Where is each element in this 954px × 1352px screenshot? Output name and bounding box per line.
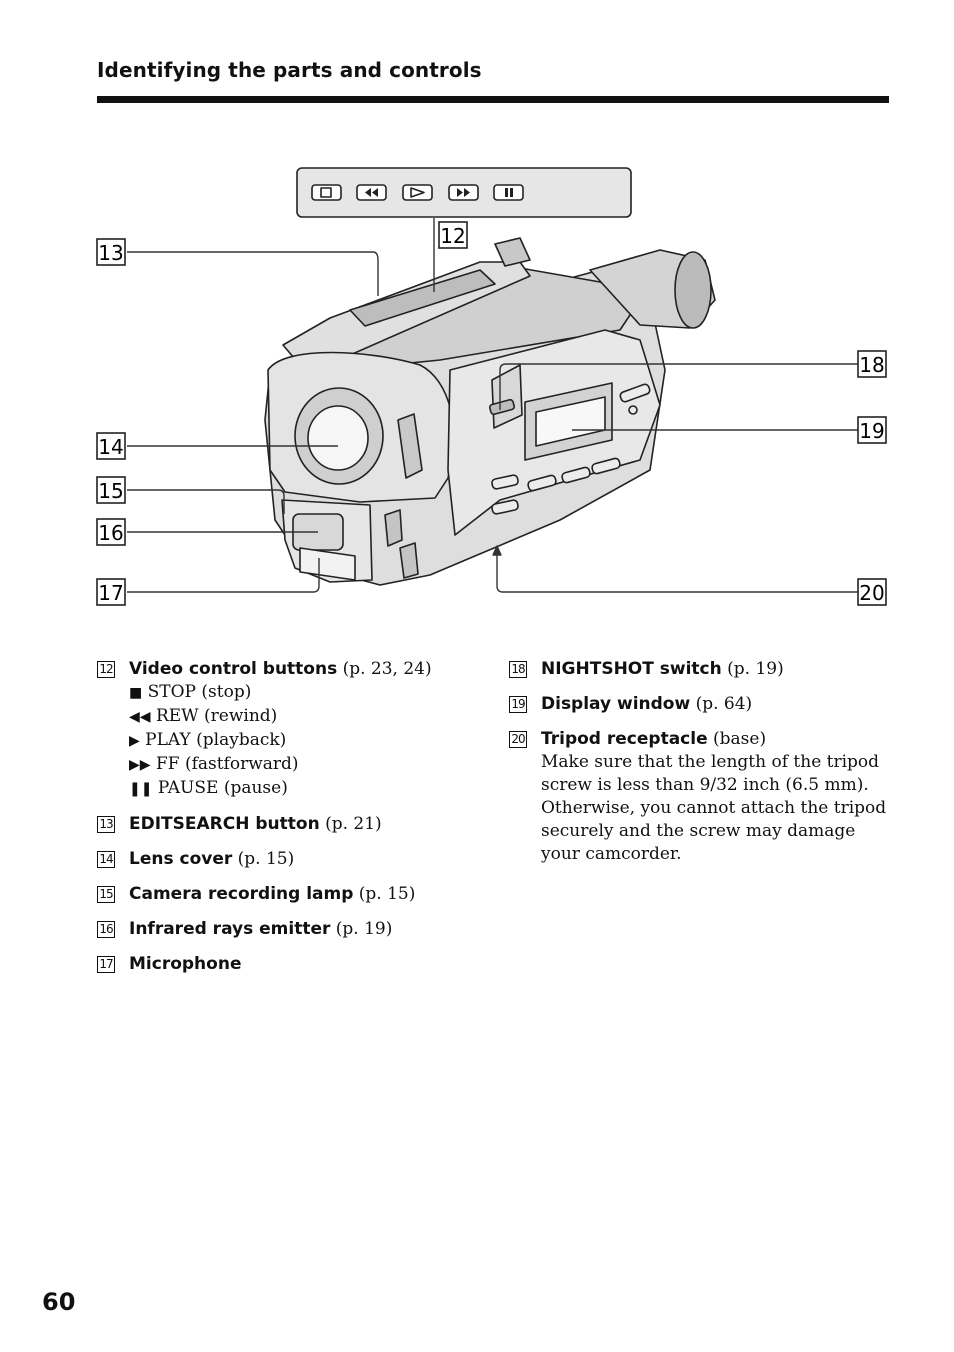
svg-text:12: 12 bbox=[440, 224, 465, 248]
list-item: 15 Camera recording lamp (p. 15) bbox=[97, 883, 497, 906]
item-ref: (p. 21) bbox=[319, 814, 382, 834]
sub-item-text: PLAY (playback) bbox=[139, 730, 287, 750]
callout-16: 16 bbox=[96, 518, 126, 546]
item-label: NIGHTSHOT switch bbox=[541, 659, 722, 679]
item-number: 17 bbox=[97, 956, 115, 973]
svg-text:19: 19 bbox=[859, 419, 884, 443]
section-title: Identifying the parts and controls bbox=[97, 58, 482, 82]
stop-icon bbox=[311, 184, 342, 201]
list-item: 17 Microphone bbox=[97, 953, 497, 976]
camcorder-illustration bbox=[264, 237, 716, 586]
pause-icon bbox=[493, 184, 524, 201]
rewind-glyph-icon: ◀◀ bbox=[129, 709, 151, 725]
fastforward-icon bbox=[448, 184, 479, 201]
leader-lines bbox=[127, 218, 858, 593]
svg-text:14: 14 bbox=[98, 435, 123, 459]
svg-text:18: 18 bbox=[859, 353, 884, 377]
callout-14: 14 bbox=[96, 432, 126, 460]
page-number: 60 bbox=[42, 1288, 76, 1316]
item-label: Infrared rays emitter bbox=[129, 919, 331, 939]
svg-text:15: 15 bbox=[98, 479, 123, 503]
item-ref: (p. 15) bbox=[353, 884, 416, 904]
item-label: Video control buttons bbox=[129, 659, 338, 679]
sub-item-text: FF (fastforward) bbox=[150, 754, 299, 774]
item-number: 12 bbox=[97, 661, 115, 678]
item-label: Microphone bbox=[129, 954, 242, 974]
callout-18: 18 bbox=[857, 350, 887, 378]
sub-item-text: STOP (stop) bbox=[142, 682, 252, 702]
callout-15: 15 bbox=[96, 476, 126, 504]
list-item: 19 Display window (p. 64) bbox=[509, 693, 899, 716]
item-ref: (p. 64) bbox=[690, 694, 753, 714]
svg-text:20: 20 bbox=[859, 581, 884, 605]
svg-text:17: 17 bbox=[98, 581, 123, 605]
item-number: 15 bbox=[97, 886, 115, 903]
sub-item-text: PAUSE (pause) bbox=[152, 778, 288, 798]
camcorder-figure: 12 13 14 15 16 17 18 19 20 bbox=[96, 167, 887, 606]
item-number: 19 bbox=[509, 696, 527, 713]
item-number: 18 bbox=[509, 661, 527, 678]
callout-12: 12 bbox=[438, 221, 468, 249]
parts-list-left: 12 Video control buttons (p. 23, 24) ■ S… bbox=[97, 658, 497, 988]
item-ref: (p. 19) bbox=[330, 919, 393, 939]
item-label: Camera recording lamp bbox=[129, 884, 354, 904]
sub-item-text: REW (rewind) bbox=[150, 706, 278, 726]
list-item: 16 Infrared rays emitter (p. 19) bbox=[97, 918, 497, 941]
list-item: 14 Lens cover (p. 15) bbox=[97, 848, 497, 871]
item-label: Tripod receptacle bbox=[541, 729, 708, 749]
list-item: 13 EDITSEARCH button (p. 21) bbox=[97, 813, 497, 836]
svg-text:13: 13 bbox=[98, 241, 123, 265]
list-item: 20 Tripod receptacle (base) Make sure th… bbox=[509, 728, 899, 866]
stop-glyph-icon: ■ bbox=[129, 685, 143, 701]
item-number: 16 bbox=[97, 921, 115, 938]
svg-text:16: 16 bbox=[98, 521, 123, 545]
item-number: 13 bbox=[97, 816, 115, 833]
item-number: 20 bbox=[509, 731, 527, 748]
item-label: Lens cover bbox=[129, 849, 233, 869]
item-ref: (p. 15) bbox=[232, 849, 295, 869]
item-ref: (p. 23, 24) bbox=[337, 659, 432, 679]
sub-item: ▶ PLAY (playback) bbox=[129, 729, 497, 753]
play-icon bbox=[402, 184, 433, 201]
list-item: 12 Video control buttons (p. 23, 24) ■ S… bbox=[97, 658, 497, 801]
callout-20: 20 bbox=[857, 578, 887, 606]
pause-glyph-icon: ❚❚ bbox=[129, 781, 153, 797]
callout-17: 17 bbox=[96, 578, 126, 606]
item-label: EDITSEARCH button bbox=[129, 814, 320, 834]
callout-19: 19 bbox=[857, 416, 887, 444]
item-ref: (p. 19) bbox=[721, 659, 784, 679]
sub-item: ■ STOP (stop) bbox=[129, 681, 497, 705]
video-button-panel bbox=[296, 167, 632, 218]
callout-13: 13 bbox=[96, 238, 126, 266]
item-number: 14 bbox=[97, 851, 115, 868]
sub-item: ❚❚ PAUSE (pause) bbox=[129, 777, 497, 801]
play-glyph-icon: ▶ bbox=[129, 733, 140, 749]
item-ref: (base) bbox=[707, 729, 767, 749]
item-description: Make sure that the length of the tripod … bbox=[541, 752, 887, 864]
sub-item: ◀◀ REW (rewind) bbox=[129, 705, 497, 729]
rewind-icon bbox=[356, 184, 387, 201]
list-item: 18 NIGHTSHOT switch (p. 19) bbox=[509, 658, 899, 681]
title-rule bbox=[97, 96, 889, 103]
sub-item: ▶▶ FF (fastforward) bbox=[129, 753, 497, 777]
parts-list-right: 18 NIGHTSHOT switch (p. 19) 19 Display w… bbox=[509, 658, 899, 878]
fastforward-glyph-icon: ▶▶ bbox=[129, 757, 151, 773]
item-label: Display window bbox=[541, 694, 691, 714]
